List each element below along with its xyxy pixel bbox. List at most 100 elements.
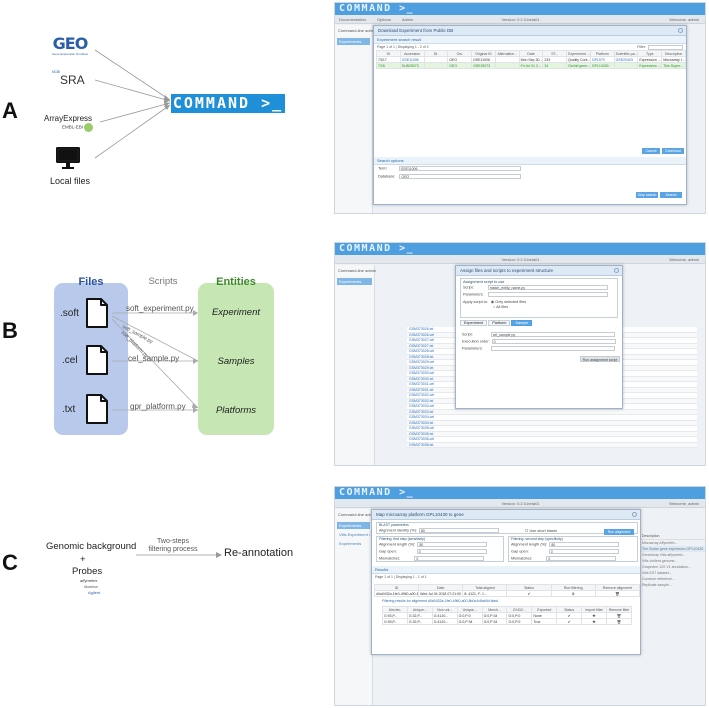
- term-input[interactable]: GSE11006: [398, 166, 521, 171]
- first-step-group: Filtering: first step (sensitivity) Alig…: [376, 536, 504, 562]
- list-item[interactable]: GSM373034.txt: [407, 420, 697, 426]
- file-name: GSM373035.txt: [409, 431, 434, 436]
- pager: Page 1 of 1 | Displaying 1 - 2 of 2 Filt…: [374, 44, 686, 50]
- ebi-circle-icon: [84, 123, 94, 132]
- geo-logo: GEO Gene Expression Omnibus: [52, 34, 88, 57]
- genomic-background-label: Genomic background: [46, 541, 137, 552]
- run-alignment-button[interactable]: Run alignment: [604, 529, 634, 535]
- vendor-affymetrix: affymetrix: [80, 578, 98, 583]
- download-button[interactable]: Download: [662, 148, 684, 154]
- apply-selected-radio[interactable]: ◉ Only selected files: [490, 300, 527, 304]
- term-field: Term: GSE11006: [378, 166, 521, 171]
- file-ext-cel: .cel: [62, 355, 78, 366]
- list-item[interactable]: GSM373036.txt: [407, 442, 697, 448]
- list-item[interactable]: Common reference...: [642, 577, 675, 581]
- list-item[interactable]: Replicate sample...: [642, 583, 672, 587]
- second-step-group: Filtering: second step (specificity) Ali…: [508, 536, 638, 562]
- panel-letter-b: B: [2, 318, 18, 343]
- app-toolbar: Documentation Options Admin Version: 0.2…: [335, 15, 705, 24]
- download-dialog: Download Experiment from Public DB Exper…: [373, 25, 687, 205]
- list-item[interactable]: GSM373036.cel: [407, 437, 697, 443]
- monitor-icon: [56, 147, 80, 169]
- cancel-button[interactable]: Cancel: [642, 148, 660, 154]
- vendor-agilent: Agilent: [88, 590, 101, 595]
- table-row[interactable]: d0a0432a-1fe0-4960-a00-8b0c...Wed Jul 04…: [373, 590, 640, 597]
- sidebar-item-experiments[interactable]: Experiments: [337, 38, 370, 45]
- short-blast-checkbox[interactable]: ☐ Use short blastn: [525, 529, 557, 533]
- command-logo: COMMAND >_: [171, 94, 285, 113]
- sra-logo: NCBI SRA: [52, 70, 85, 87]
- sample-parameters-input[interactable]: [490, 346, 615, 351]
- file-name: GSM373034.txt: [409, 420, 434, 425]
- arrow-arrayexpress: [99, 102, 171, 123]
- sidebar-item-experiments[interactable]: Experiments: [337, 278, 372, 285]
- list-item[interactable]: Microarray Affymetrix...: [642, 541, 678, 545]
- file-name: GSM373026.cel: [409, 332, 435, 337]
- run-assignment-button[interactable]: Run assignment script: [580, 356, 620, 362]
- filter-results-table: Alm.len.Unique...Non uni... Unique...Mmc…: [382, 606, 632, 625]
- exec-order-input[interactable]: 0: [491, 339, 616, 344]
- mapping-dialog: Map microarray platform GPL10430 to gene…: [371, 509, 641, 655]
- tab-sample[interactable]: Sample: [511, 320, 533, 326]
- script-arrows: [111, 310, 199, 413]
- app-header: COMMAND >_: [335, 3, 705, 15]
- file-name: GSM373027.cel: [409, 338, 435, 342]
- file-name: GSM373033.cel: [409, 404, 435, 408]
- list-item[interactable]: GSM373035.cel: [407, 426, 697, 432]
- filtering-arrow: [136, 552, 222, 558]
- local-files: [54, 146, 82, 175]
- assign-dialog: Assign files and scripts to experiment s…: [455, 265, 623, 409]
- assignment-group: Assignment script to use Script:match_en…: [460, 278, 618, 318]
- list-item[interactable]: Grapevine 12X V1 annotation...: [642, 565, 691, 569]
- list-item[interactable]: Vitis vinifera genome...: [642, 559, 678, 563]
- app-download-screenshot: COMMAND >_ Documentation Options Admin V…: [334, 2, 706, 214]
- parameters-input[interactable]: [487, 292, 608, 297]
- document-icon: [86, 345, 108, 375]
- file-name: GSM373028.txt: [409, 354, 434, 359]
- arrow-sra: [94, 79, 171, 102]
- search-button[interactable]: Search: [660, 192, 682, 198]
- script-cel-sample: cel_sample.py: [128, 354, 180, 363]
- sample-script-select[interactable]: cel_sample.py: [490, 332, 615, 337]
- gear-icon: ⚙: [550, 590, 596, 597]
- trash-icon: 🗑: [594, 590, 640, 597]
- stop-search-button[interactable]: Stop search: [636, 192, 658, 198]
- list-item[interactable]: The Scalar gene expression GPL10430: [641, 546, 705, 552]
- entity-samples: Samples: [217, 356, 255, 367]
- list-item[interactable]: GeneArray Vitis affymetrix...: [642, 553, 686, 557]
- database-select[interactable]: GEO: [399, 174, 522, 179]
- entities-column: [198, 283, 274, 435]
- identity-input[interactable]: 80: [418, 528, 499, 533]
- app-sidebar: Command-line admin Experiments: [335, 25, 376, 213]
- search-result-heading: Experiment search result: [374, 36, 686, 44]
- tab-experiment[interactable]: Experiment: [460, 320, 488, 326]
- tab-platform[interactable]: Platform: [488, 320, 511, 326]
- script-select[interactable]: match_entity_name.py: [487, 285, 608, 290]
- dialog-title: Download Experiment from Public DB: [374, 26, 686, 36]
- scripts-title: Scripts: [148, 276, 178, 287]
- close-icon[interactable]: [614, 268, 619, 273]
- file-ext-txt: .txt: [62, 404, 76, 415]
- app-reannotation-screenshot: COMMAND >_ Version: 0.2.0-beta01 Welcome…: [334, 486, 706, 706]
- close-icon[interactable]: [632, 512, 637, 517]
- toolbar-admin[interactable]: Admin: [401, 17, 414, 22]
- toolbar-documentation[interactable]: Documentation: [339, 17, 366, 22]
- list-item[interactable]: GSM373033.txt: [407, 409, 697, 415]
- toolbar-options[interactable]: Options: [377, 17, 391, 22]
- list-item[interactable]: GSM373034.cel: [407, 415, 697, 421]
- list-item[interactable]: GSM373035.txt: [407, 431, 697, 437]
- list-item[interactable]: Vitis EST dataset...: [642, 571, 672, 575]
- file-name: GSM373031.cel: [409, 382, 435, 386]
- file-ext-soft: .soft: [60, 308, 79, 319]
- close-icon[interactable]: [678, 28, 683, 33]
- apply-all-radio[interactable]: ○ All files: [493, 305, 509, 309]
- file-name: GSM373029.cel: [409, 360, 435, 364]
- filter-input[interactable]: [648, 45, 683, 50]
- entity-tabs: Experiment Platform Sample: [460, 320, 533, 326]
- two-steps-label: Two-steps filtering process: [148, 538, 198, 553]
- entity-experiment: Experiment: [211, 307, 261, 318]
